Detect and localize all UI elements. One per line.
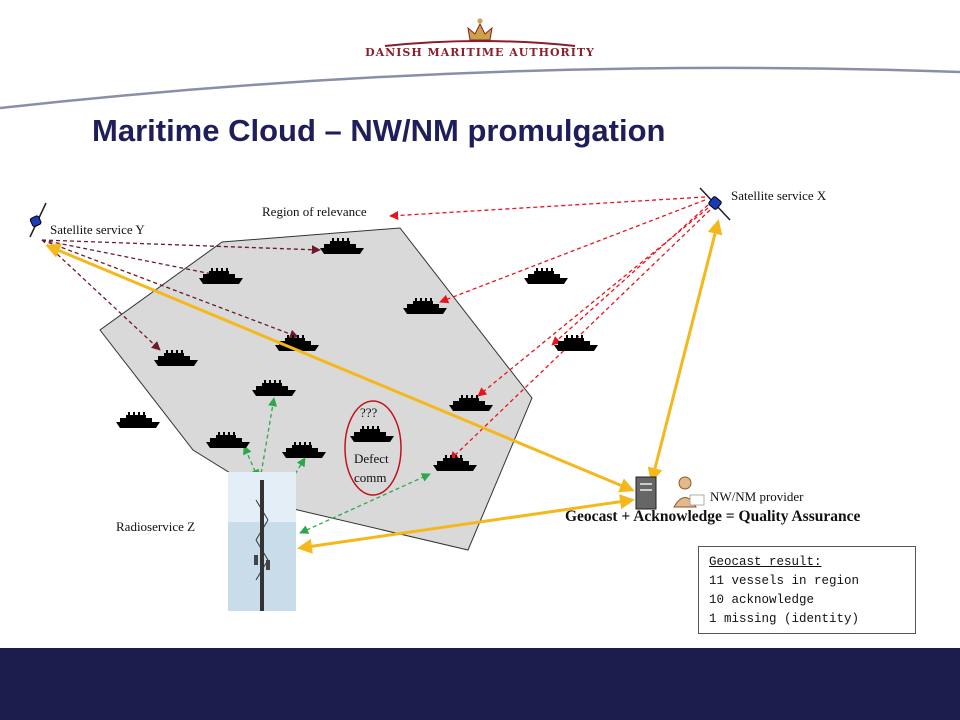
satellite-x-label: Satellite service X (731, 188, 827, 203)
comm-label: comm (354, 470, 387, 485)
result-line: 11 vessels in region (709, 574, 860, 588)
authority-name: DANISH MARITIME AUTHORITY (365, 46, 595, 59)
backbone-sat-y (45, 243, 635, 493)
sat-x-link-2 (439, 199, 706, 304)
geocast-result-box: Geocast result: 11 vessels in region 10 … (698, 546, 916, 634)
crown-logo-icon (384, 18, 576, 47)
backbone-sat-x (647, 219, 723, 483)
satellite-x-icon (699, 187, 731, 221)
defect-label: Defect (354, 451, 389, 466)
page-title: Maritime Cloud – NW/NM promulgation (92, 113, 666, 148)
result-line: 10 acknowledge (709, 593, 815, 607)
authority-logo (0, 10, 960, 70)
radio-tower-image (228, 472, 296, 611)
satellite-y-icon (29, 202, 47, 238)
sat-x-link-4 (477, 207, 709, 397)
region-label: Region of relevance (262, 204, 367, 219)
provider-label: NW/NM provider (710, 489, 804, 504)
vessel-icon (116, 412, 160, 428)
radio-service-label: Radioservice Z (116, 519, 196, 534)
footer-bar (0, 648, 960, 720)
backbone-radio (297, 494, 635, 554)
header-curve (0, 66, 960, 110)
server-icon (635, 476, 657, 510)
unknown-label: ??? (360, 405, 378, 420)
result-line: 1 missing (identity) (709, 612, 860, 626)
sat-x-link-3 (551, 204, 709, 346)
result-heading: Geocast result: (709, 555, 822, 569)
region-of-relevance (99, 227, 533, 551)
sat-x-link-1 (389, 196, 706, 221)
quality-assurance-caption: Geocast + Acknowledge = Quality Assuranc… (565, 508, 861, 525)
provider-person-icon (673, 476, 705, 508)
satellite-y-label: Satellite service Y (50, 222, 145, 237)
vessel-icon (524, 268, 568, 284)
